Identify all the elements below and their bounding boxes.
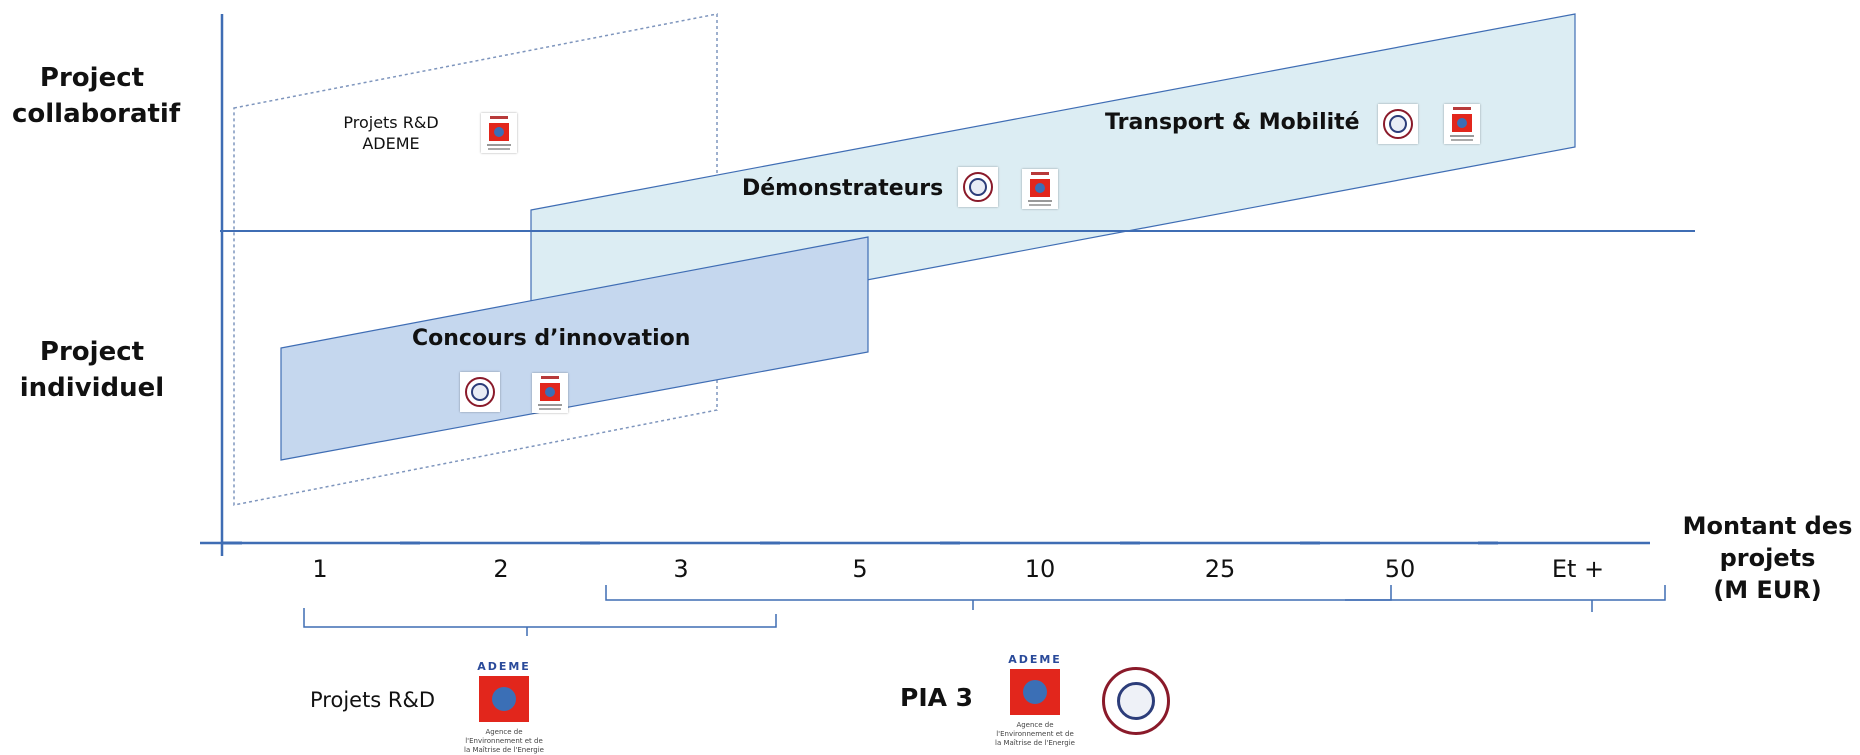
demonstrateurs-label: Démonstrateurs [742,176,944,201]
investissements-avenir-logo [460,372,500,412]
ademe-logo-text: ADEME [1008,653,1062,666]
bracket-3-50 [605,585,1392,610]
ademe-logo [1444,104,1480,144]
ademe-logo-large: ADEME Agence de l'Environnement et de la… [459,660,549,754]
x-tick-label: 50 [1384,555,1416,583]
program-rd-label: Projets R&D [310,688,436,712]
rd-ademe-region [233,13,718,506]
concours-innovation-label: Concours d’innovation [412,326,691,351]
x-tick-label: Et + [1551,555,1605,583]
program-pia3-label: PIA 3 [900,683,974,712]
ademe-logo [532,373,568,413]
bracket-et-plus [1345,585,1666,612]
ademe-logo [481,113,517,153]
x-tick-label: 2 [493,555,509,583]
y-label-collaboratif: Project collaboratif [12,63,181,129]
transport-mobilite-label: Transport & Mobilité [1105,110,1360,135]
ademe-logo-large: ADEME Agence de l'Environnement et de la… [990,653,1080,747]
rd-ademe-label: Projets R&D ADEME [343,113,439,153]
concours-innovation-band [280,236,869,461]
investissements-avenir-logo [1378,104,1418,144]
x-tick-label: 25 [1204,555,1236,583]
investissements-avenir-logo-large [1102,667,1170,735]
ademe-logo-caption: Agence de l'Environnement et de la Maîtr… [464,728,544,754]
y-label-individuel: Project individuel [19,337,165,403]
ademe-logo [1022,169,1058,209]
investissements-avenir-logo [958,167,998,207]
x-tick-label: 5 [852,555,868,583]
bracket-1-2-3 [303,608,777,636]
ademe-logo-caption: Agence de l'Environnement et de la Maîtr… [995,721,1075,747]
ademe-logo-text: ADEME [477,660,531,673]
x-tick-label: 1 [312,555,328,583]
x-tick-label: 3 [673,555,689,583]
x-tick-label: 10 [1024,555,1056,583]
x-axis-title: Montant des projets (M EUR) [1682,512,1853,604]
